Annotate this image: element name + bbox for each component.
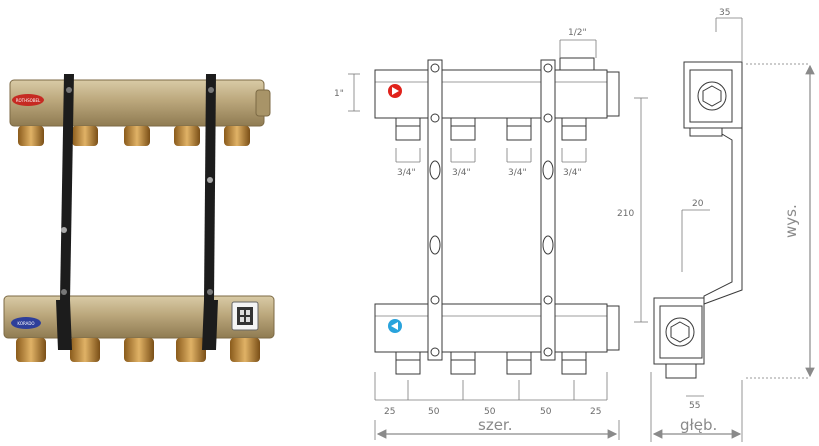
hot-supply-icon (388, 84, 402, 98)
front-top-bar (374, 69, 608, 119)
dim-branch-2: 3/4" (452, 168, 471, 178)
dim-spacing-1: 25 (384, 407, 395, 417)
dim-bottom-offset: 55 (689, 401, 700, 411)
photo-right-strap (202, 74, 218, 350)
dim-top-offset: 35 (719, 8, 730, 18)
side-view (653, 61, 743, 379)
dim-branch-3: 3/4" (508, 168, 527, 178)
photo-thermometer-label (231, 301, 259, 331)
technical-drawing: 1" 1/2" 3/4" 3/4" 3/4" 3/4" 210 25 50 50… (334, 8, 815, 442)
photo-top-outlets (18, 126, 250, 146)
front-bottom-outlets (395, 351, 587, 375)
front-bottom-bar (374, 303, 608, 353)
dim-spacing-3: 50 (484, 407, 496, 417)
dim-inner-offset: 20 (692, 199, 704, 209)
dim-spacing-5: 25 (590, 407, 601, 417)
dim-inlet-size: 1" (334, 89, 344, 99)
photo-bottom-logo: KORADO (11, 317, 41, 329)
photo-left-strap (56, 74, 74, 350)
svg-text:ROTHSOBEL: ROTHSOBEL (16, 98, 41, 103)
front-view (374, 57, 620, 375)
dim-height-210: 210 (617, 209, 634, 219)
dim-spacing-4: 50 (540, 407, 552, 417)
manifold-photo: ROTHSOBEL KORADO (3, 74, 275, 362)
front-dimension-lines (348, 39, 648, 440)
dim-spacing-2: 50 (428, 407, 440, 417)
dim-outlet-top: 1/2" (568, 28, 587, 38)
side-dimension-lines (650, 17, 810, 442)
cold-return-icon (388, 319, 402, 333)
front-top-outlets (395, 117, 587, 141)
photo-top-bar (9, 79, 271, 127)
dim-branch-4: 3/4" (563, 168, 582, 178)
dim-branch-1: 3/4" (397, 168, 416, 178)
height-label: wys. (782, 204, 800, 238)
photo-top-logo: ROTHSOBEL (12, 94, 44, 106)
width-label: szer. (478, 416, 512, 434)
svg-text:KORADO: KORADO (17, 321, 34, 326)
front-left-strap (427, 59, 443, 361)
depth-label: głęb. (680, 416, 717, 434)
photo-bottom-outlets (16, 338, 260, 362)
front-right-strap (540, 59, 556, 361)
